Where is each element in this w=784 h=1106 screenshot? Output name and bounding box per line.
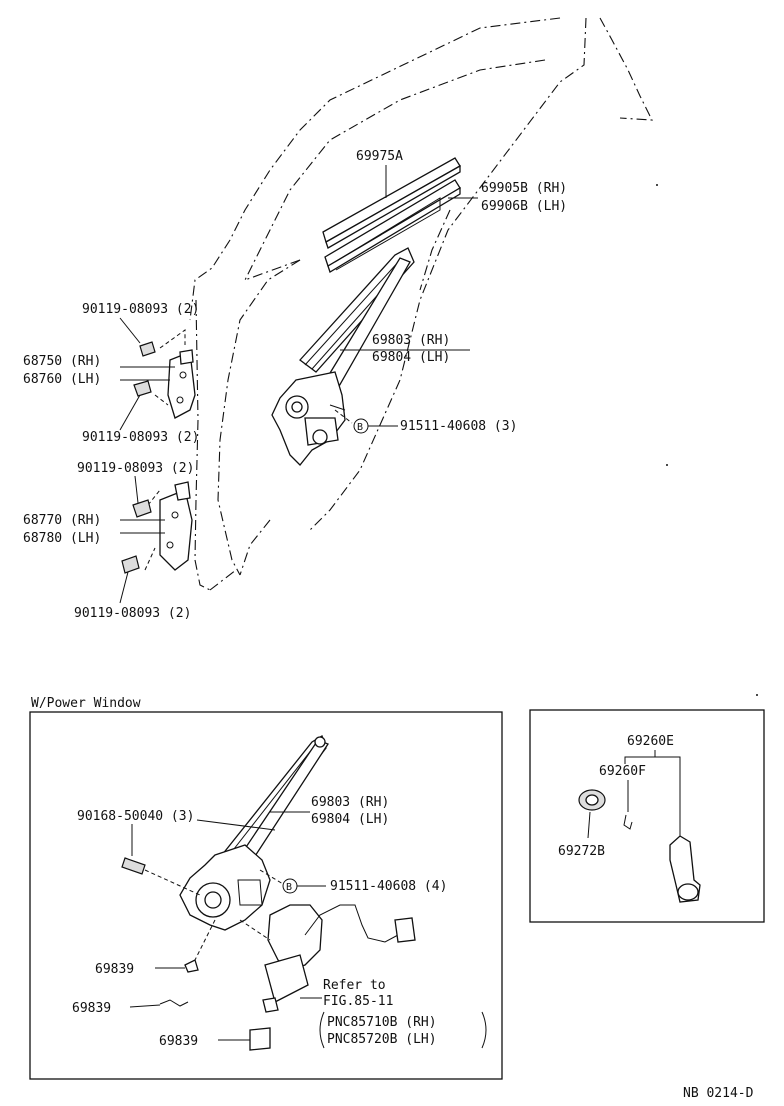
b-marker: B (357, 422, 363, 433)
pw-screw-label: 90168-50040 (3) (77, 809, 194, 824)
regulator-rh-label: 69803 (RH) (372, 333, 450, 348)
window-handle-section: 69260E 69260F 69272B (529, 709, 765, 923)
power-window-frame (29, 711, 503, 1080)
bolt-b-label: 90119-08093 (2) (82, 430, 199, 445)
handle-assy-label: 69260E (627, 734, 674, 749)
glass-run-lh-label: 69906B (LH) (481, 199, 567, 214)
diagram-code: NB 0214-D (683, 1086, 754, 1101)
bolt-c-label: 90119-08093 (2) (77, 461, 194, 476)
pw-clip-1-label: 69839 (95, 962, 134, 977)
pw-regulator-bolt-label: 91511-40608 (4) (330, 879, 447, 894)
pw-clip-2-label: 69839 (72, 1001, 111, 1016)
refer-to-line-4: PNC85720B (LH) (327, 1032, 437, 1047)
upper-hinge (120, 329, 196, 419)
manual-window-regulator (271, 247, 470, 466)
pw-regulator-rh-label: 69803 (RH) (311, 795, 389, 810)
hinge-lower-lh-label: 68780 (LH) (23, 531, 101, 546)
bolt-d-label: 90119-08093 (2) (74, 606, 191, 621)
pw-clip-3-label: 69839 (159, 1034, 198, 1049)
hinge-upper-rh-label: 68750 (RH) (23, 354, 101, 369)
lower-hinge (120, 481, 193, 574)
refer-bracket-right (481, 1011, 487, 1049)
hinge-upper-lh-label: 68760 (LH) (23, 372, 101, 387)
door-labels: 69975A 69905B (RH) 69906B (LH) 69803 (RH… (23, 149, 567, 621)
power-window-section: W/Power Window 90168-50040 (3) (29, 696, 503, 1080)
handle-frame (529, 709, 765, 923)
regulator-bolt-label: 91511-40608 (3) (400, 419, 517, 434)
refer-to-line-2: FIG.85-11 (323, 994, 393, 1009)
regulator-lh-label: 69804 (LH) (372, 350, 450, 365)
plate-label: 69272B (558, 844, 605, 859)
refer-to-line-3: PNC85710B (RH) (327, 1015, 437, 1030)
handle-label: 69260F (599, 764, 646, 779)
glass-run-channels (322, 157, 478, 273)
glass-run-rh-label: 69905B (RH) (481, 181, 567, 196)
refer-bracket-left (319, 1011, 325, 1049)
hinge-lower-rh-label: 68770 (RH) (23, 513, 101, 528)
refer-to-line-1: Refer to (323, 978, 386, 993)
bolt-a-label: 90119-08093 (2) (82, 302, 199, 317)
pw-regulator-lh-label: 69804 (LH) (311, 812, 389, 827)
door-outline (189, 17, 653, 591)
pw-b-marker: B (286, 882, 292, 893)
power-window-title: W/Power Window (31, 696, 141, 711)
handle-clip (623, 814, 633, 830)
channel-label: 69975A (356, 149, 403, 164)
